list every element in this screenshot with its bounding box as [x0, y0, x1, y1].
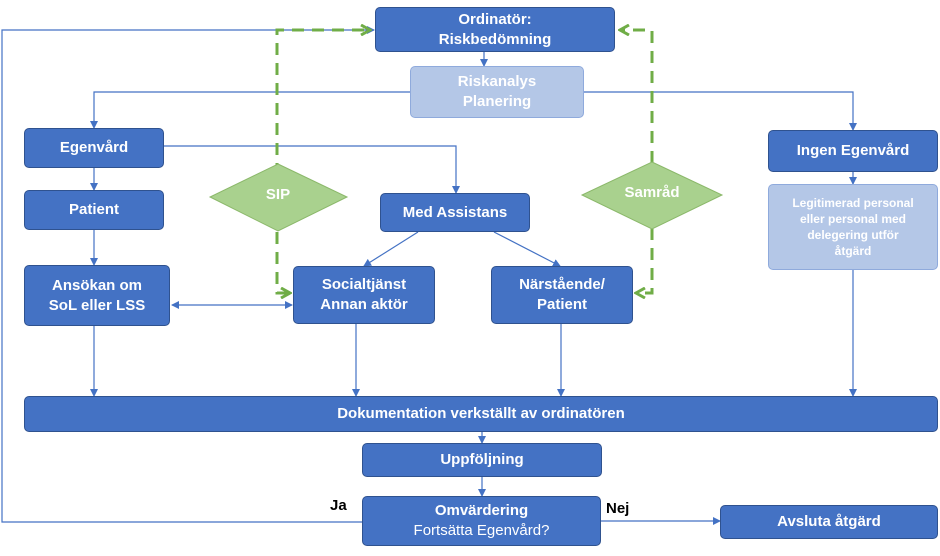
sip-diamond: [208, 163, 349, 232]
edge-omvardering-ordinator-loop: [1, 26, 375, 523]
dokumentation-label: Dokumentation verkställt av ordinatören: [337, 405, 625, 422]
omvardering-box: Omvärdering Fortsätta Egenvård?: [362, 496, 601, 546]
ansokan-line1: Ansökan om: [51, 276, 142, 294]
narstaende-line1: Närstående/: [519, 276, 605, 293]
riskanalys-box: Riskanalys Planering: [410, 66, 584, 118]
ordinator-box: Ordinatör: Riskbedömning: [375, 7, 615, 52]
sip-dashed-to-ordinator: [275, 30, 370, 175]
egenvard-box: Egenvård: [24, 128, 164, 168]
legitimerad-line2: eller personal med: [799, 212, 907, 226]
samrad-label: Samråd: [624, 184, 680, 201]
patient-box: Patient: [24, 190, 164, 230]
dokumentation-box: Dokumentation verkställt av ordinatören: [24, 396, 938, 432]
sip-dashed-to-socialtjanst: [275, 232, 290, 293]
riskanalys-line2: Planering: [462, 93, 532, 110]
ansokan-line2: SoL eller LSS: [48, 296, 146, 314]
legitimerad-box: Legitimerad personal eller personal med …: [768, 184, 938, 270]
socialtjanst-box: Socialtjänst Annan aktör: [293, 266, 435, 324]
edge-assistans-socialtjanst: [363, 231, 419, 267]
uppfoljning-box: Uppföljning: [362, 443, 602, 477]
med-assistans-label: Med Assistans: [402, 203, 508, 221]
narstaende-box: Närstående/ Patient: [491, 266, 633, 324]
samrad-diamond: [580, 161, 724, 230]
samrad-dashed-to-ordinator: [620, 30, 654, 163]
avsluta-box: Avsluta åtgärd: [720, 505, 938, 539]
socialtjanst-line2: Annan aktör: [320, 296, 408, 313]
legitimerad-line1: Legitimerad personal: [792, 196, 914, 210]
edge-egenvard-assistans: [164, 145, 460, 194]
edge-riskanalys-egenvard: [90, 91, 410, 129]
legitimerad-line3: delegering utför: [807, 228, 899, 242]
egenvard-label: Egenvård: [59, 139, 129, 156]
patient-label: Patient: [68, 201, 119, 218]
edge-assistans-narstaende: [493, 231, 561, 267]
ordinator-line1: Ordinatör:: [458, 10, 532, 28]
sip-label: SIP: [265, 186, 291, 203]
avsluta-label: Avsluta åtgärd: [777, 513, 881, 530]
med-assistans-box: Med Assistans: [380, 193, 530, 232]
socialtjanst-line1: Socialtjänst: [321, 276, 407, 293]
ansokan-box: Ansökan om SoL eller LSS: [24, 265, 170, 326]
ordinator-line2: Riskbedömning: [438, 30, 552, 48]
omvardering-line1: Omvärdering: [434, 502, 529, 519]
ingen-egenvard-label: Ingen Egenvård: [796, 142, 910, 159]
samrad-dashed-to-narstaende: [636, 228, 654, 293]
ja-label: Ja: [330, 497, 347, 514]
ingen-egenvard-box: Ingen Egenvård: [768, 130, 938, 172]
edge-riskanalys-ingen: [584, 91, 857, 131]
omvardering-line2: Fortsätta Egenvård?: [413, 522, 550, 539]
legitimerad-line4: åtgärd: [834, 244, 872, 258]
nej-label: Nej: [606, 500, 630, 517]
riskanalys-line1: Riskanalys: [457, 73, 537, 90]
uppfoljning-label: Uppföljning: [440, 451, 524, 468]
narstaende-line2: Patient: [536, 296, 587, 313]
